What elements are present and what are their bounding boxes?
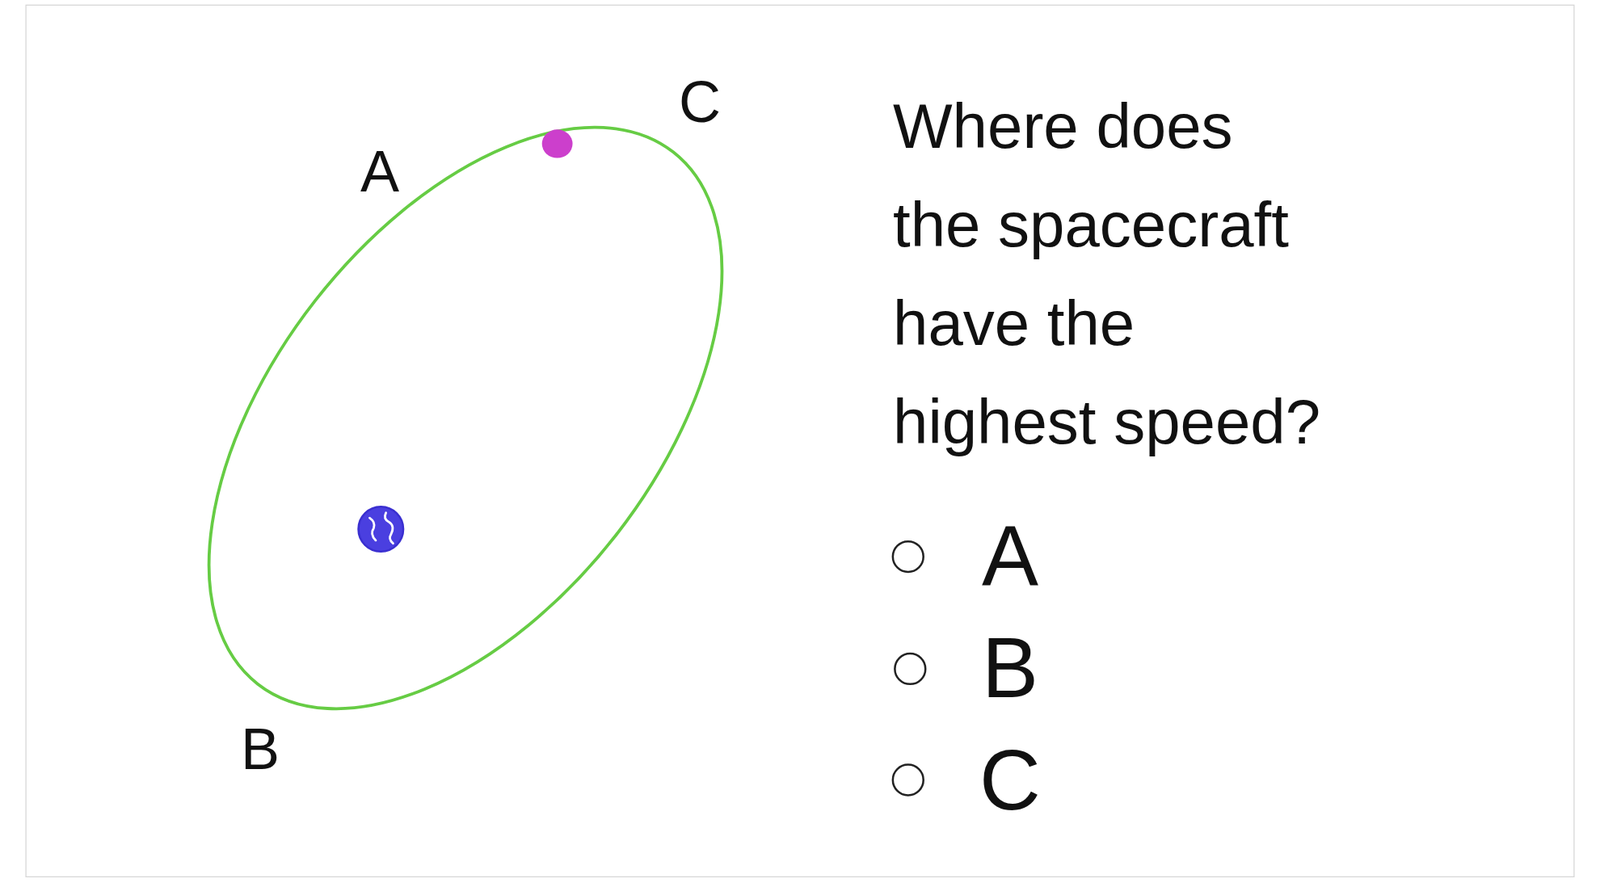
frame-border [25,4,1575,877]
answer-option: C [979,733,1041,828]
spacecraft-dot [542,129,573,158]
earth-planet [358,506,405,552]
orbit-point-label: C [678,70,721,135]
orbit-point-label: A [360,139,400,204]
question-text: Where does the spacecraft have the highe… [892,76,1334,472]
radio-button [894,653,926,685]
radio-button [892,765,924,796]
orbit-point-label: B [240,717,280,782]
answer-option: B [981,621,1039,716]
answer-option: A [981,509,1039,603]
orbit-ellipse [107,34,824,802]
radio-button [892,541,924,573]
